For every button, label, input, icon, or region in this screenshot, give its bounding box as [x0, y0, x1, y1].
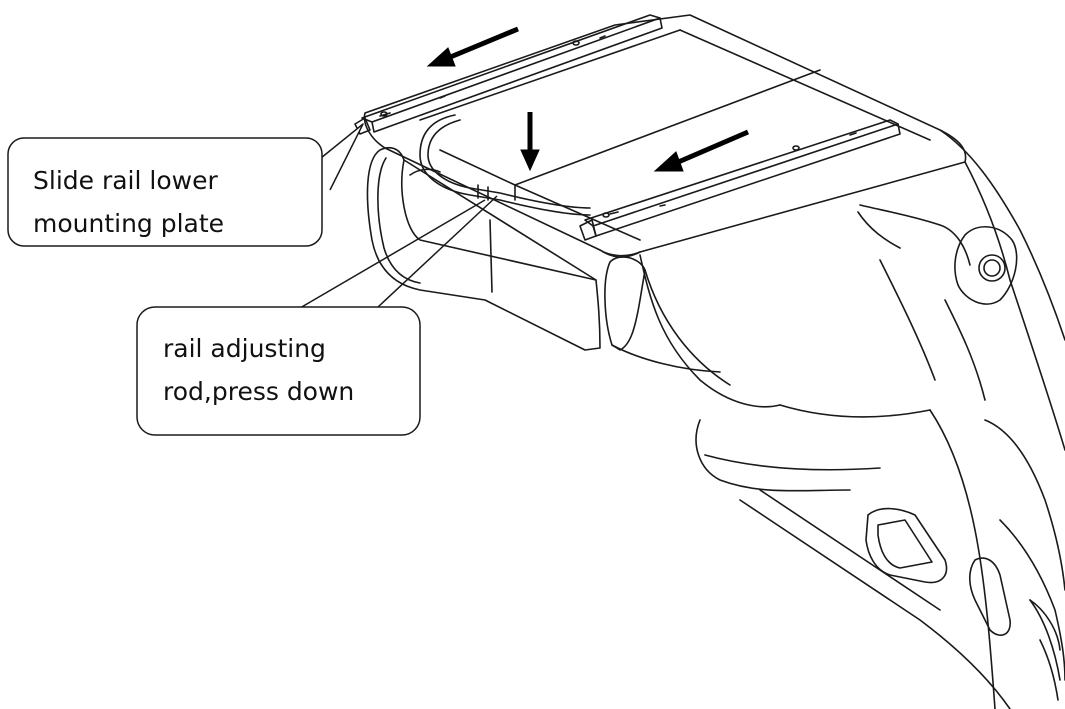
adjusting-rod: [419, 114, 591, 216]
arrow-left-right: [653, 129, 749, 172]
arrow-down: [520, 112, 540, 172]
backrest: [695, 129, 1065, 709]
right-slide-rail: [579, 119, 901, 241]
callout-adjusting-rod-pointer-b: [377, 195, 498, 308]
direction-arrows: [426, 26, 749, 172]
left-bolster: [366, 146, 601, 351]
callout-adjusting-rod: rail adjusting rod,press down: [136, 195, 498, 436]
callout-adjusting-rod-line1: rail adjusting: [163, 334, 326, 363]
callout-slide-rail: Slide rail lower mounting plate: [7, 123, 364, 247]
callout-slide-rail-line2: mounting plate: [33, 209, 224, 238]
grip-cutout: [865, 507, 948, 584]
seat-top: [363, 14, 967, 258]
callout-slide-rail-box: [7, 137, 323, 247]
callout-slide-rail-line1: Slide rail lower: [33, 166, 218, 195]
callout-adjusting-rod-line2: rod,press down: [163, 377, 354, 406]
arrow-left-top: [426, 26, 519, 67]
callout-adjusting-rod-box: [136, 306, 421, 436]
callout-adjusting-rod-pointer-a: [299, 199, 486, 309]
front-bolster: [604, 254, 781, 408]
lower-grip: [968, 557, 1061, 701]
callout-slide-rail-pointer: [320, 123, 364, 191]
mounting-lug: [954, 226, 1018, 305]
seat-drawing: [354, 14, 1065, 709]
